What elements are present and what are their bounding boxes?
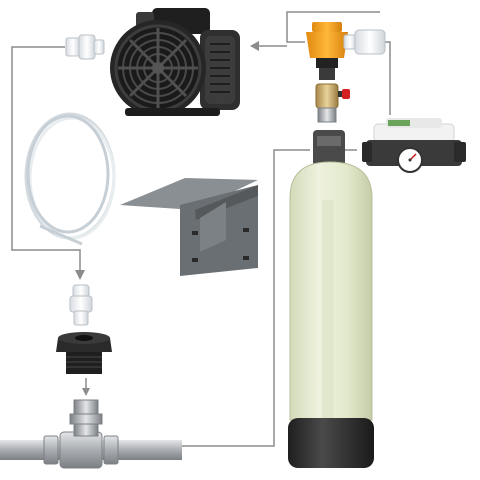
arrow-to-compressor [250,41,259,51]
reducer-bushing [56,332,112,374]
vent-valve [306,22,386,80]
compression-fitting-top [65,34,105,60]
filter-tank [288,130,374,468]
line-fitting-to-coil [11,46,81,272]
mounting-bracket [120,178,258,276]
compression-fitting-lower [69,284,93,326]
side-fitting [343,29,386,55]
air-tubing-coil [24,112,116,246]
water-line-tee [0,399,182,469]
arrow-to-lower-fitting [75,270,85,280]
arrow-to-tee [82,388,90,396]
pressure-switch [362,118,466,173]
air-compressor-icon [110,8,240,116]
line-valve-to-compressor [286,11,380,43]
ball-valve [315,83,350,123]
line-pipe-to-tank [180,149,310,447]
